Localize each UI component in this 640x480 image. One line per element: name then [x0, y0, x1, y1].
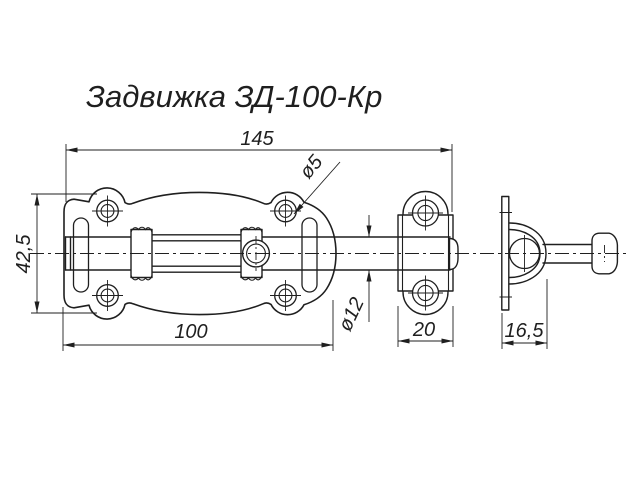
dimension-145: 145 — [65, 128, 453, 212]
dimension-dia12: ø12 — [334, 215, 372, 335]
dim-145-label: 145 — [240, 128, 274, 150]
screw-hole — [408, 275, 443, 311]
dim-16-5-label: 16,5 — [505, 320, 545, 342]
left-slot — [72, 217, 90, 293]
dim-20-label: 20 — [412, 319, 435, 341]
dimension-100: 100 — [62, 300, 334, 351]
dimensions: 145 ø5 42,5 100 ø12 20 — [13, 128, 548, 351]
knob-stem — [542, 243, 593, 264]
side-hole-marks — [499, 212, 512, 298]
screw-hole — [92, 280, 123, 311]
dim-100-label: 100 — [174, 321, 207, 343]
bolt-rod — [64, 226, 459, 281]
screw-hole — [408, 195, 443, 231]
drawing-title: Задвижка ЗД-100-Кр — [86, 79, 382, 114]
knob-side — [591, 232, 619, 275]
screw-hole — [92, 195, 123, 227]
dim-42-5-label: 42,5 — [13, 234, 35, 274]
dim-dia12-label: ø12 — [334, 294, 369, 335]
rod-tip — [448, 237, 459, 271]
right-slot — [301, 217, 318, 293]
screw-hole — [270, 280, 301, 311]
plate-screw-holes — [92, 195, 301, 311]
dim-dia5-label: ø5 — [295, 150, 327, 183]
dimension-20: 20 — [397, 306, 454, 347]
dimension-42-5: 42,5 — [13, 193, 97, 314]
keeper-plate — [397, 190, 454, 316]
guide-loop-outer — [508, 222, 547, 285]
dimension-16-5: 16,5 — [501, 279, 548, 349]
